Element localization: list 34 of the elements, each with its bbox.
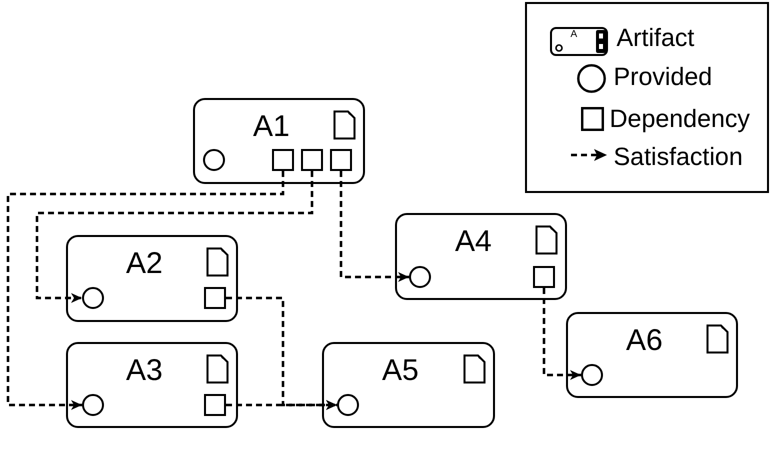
legend-label: Artifact	[616, 24, 694, 52]
artifact-box	[566, 312, 738, 398]
port-square	[204, 394, 226, 416]
artifact-label: A2	[126, 247, 163, 281]
artifact-label: A3	[126, 354, 163, 388]
port-square	[532, 266, 554, 288]
dashed-arrow	[6, 171, 284, 410]
port-square	[330, 148, 352, 170]
port-circle	[202, 148, 224, 170]
artifact-label: A4	[455, 225, 492, 259]
port-square	[300, 148, 322, 170]
artifact-box	[66, 342, 238, 428]
dashed-arrow	[542, 288, 581, 380]
port-square	[272, 148, 294, 170]
symbol-letter: A	[570, 28, 578, 40]
legend-label: Provided	[614, 62, 712, 90]
artifact-label: A5	[382, 354, 419, 388]
artifact-label: A1	[253, 110, 290, 144]
artifact-label: A6	[626, 324, 663, 358]
port-circle	[580, 364, 602, 386]
artifact-box	[395, 213, 567, 300]
dashed-arrow	[36, 171, 314, 303]
dashed-arrow	[340, 171, 409, 282]
port-square	[204, 286, 226, 308]
port-circle	[408, 266, 430, 288]
port-circle	[82, 286, 104, 308]
port-circle	[336, 394, 358, 416]
legend-label: Satisfaction	[614, 142, 743, 170]
artifact-box	[66, 235, 238, 322]
dashed-arrow	[226, 400, 337, 410]
port-circle	[82, 394, 104, 416]
artifact-box	[193, 98, 365, 184]
artifact-box	[322, 342, 495, 428]
legend-label: Dependency	[610, 104, 750, 132]
